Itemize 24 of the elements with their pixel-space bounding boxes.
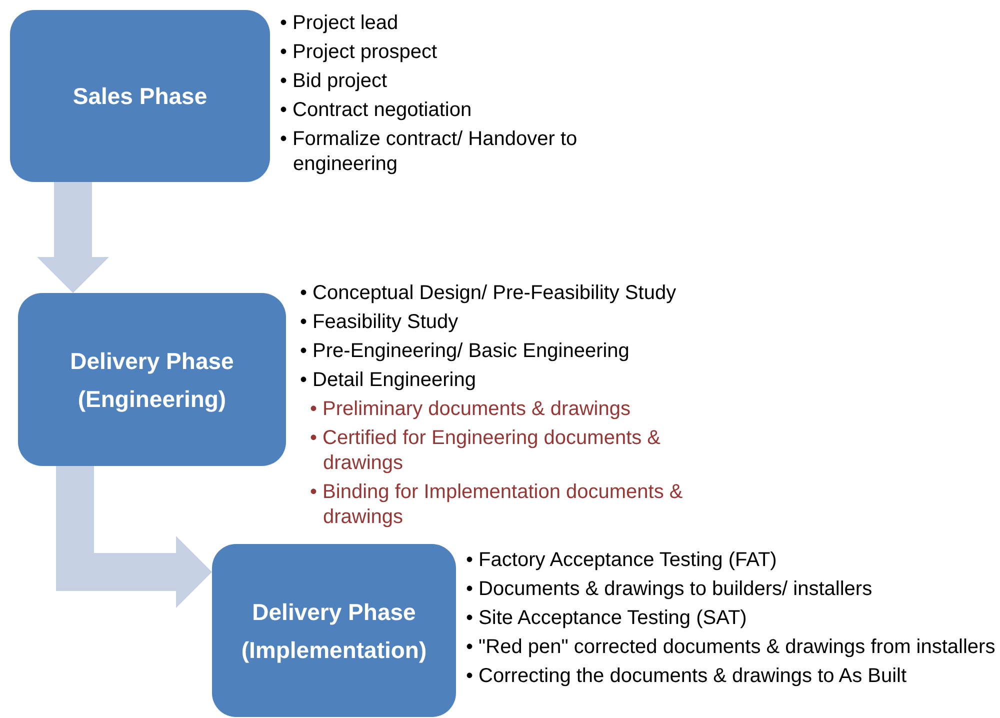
sub-bullet-item: • Certified for Engineering documents & drawings xyxy=(310,426,662,476)
bullet-item: • Correcting the documents & drawings to As Built xyxy=(466,664,908,689)
bullet-item: • Feasibility Study xyxy=(300,310,460,335)
bullet-item: • Formalize contract/ Handover to engineering xyxy=(280,127,578,177)
phase-title: Delivery Phase (Implementation) xyxy=(240,598,428,665)
bullet-item: • Pre-Engineering/ Basic Engineering xyxy=(300,339,630,364)
block-arrow xyxy=(37,182,109,293)
bullet-item: • Project lead xyxy=(280,11,400,36)
bullet-item: • Site Acceptance Testing (SAT) xyxy=(466,606,748,631)
bullet-item: • Contract negotiation xyxy=(280,98,473,123)
phase-box xyxy=(212,544,456,717)
sub-bullet-item: • Binding for Implementation documents & drawings xyxy=(310,480,684,530)
phase-box xyxy=(10,10,270,182)
bullet-item: • Detail Engineering xyxy=(300,368,477,393)
bullet-item: • Project prospect xyxy=(280,40,438,65)
bullet-item: • Factory Acceptance Testing (FAT) xyxy=(466,548,778,573)
phase-box xyxy=(18,293,286,466)
sub-bullet-item: • Preliminary documents & drawings xyxy=(310,397,632,422)
phase-title: Delivery Phase (Engineering) xyxy=(69,346,235,414)
phase-title: Sales Phase xyxy=(72,82,208,111)
bullet-item: • Bid project xyxy=(280,69,388,94)
bullet-item: • "Red pen" corrected documents & drawings from installers xyxy=(466,635,996,660)
bullet-item: • Documents & drawings to builders/ installers xyxy=(466,577,874,602)
bullet-item: • Conceptual Design/ Pre-Feasibility Study xyxy=(300,281,678,306)
